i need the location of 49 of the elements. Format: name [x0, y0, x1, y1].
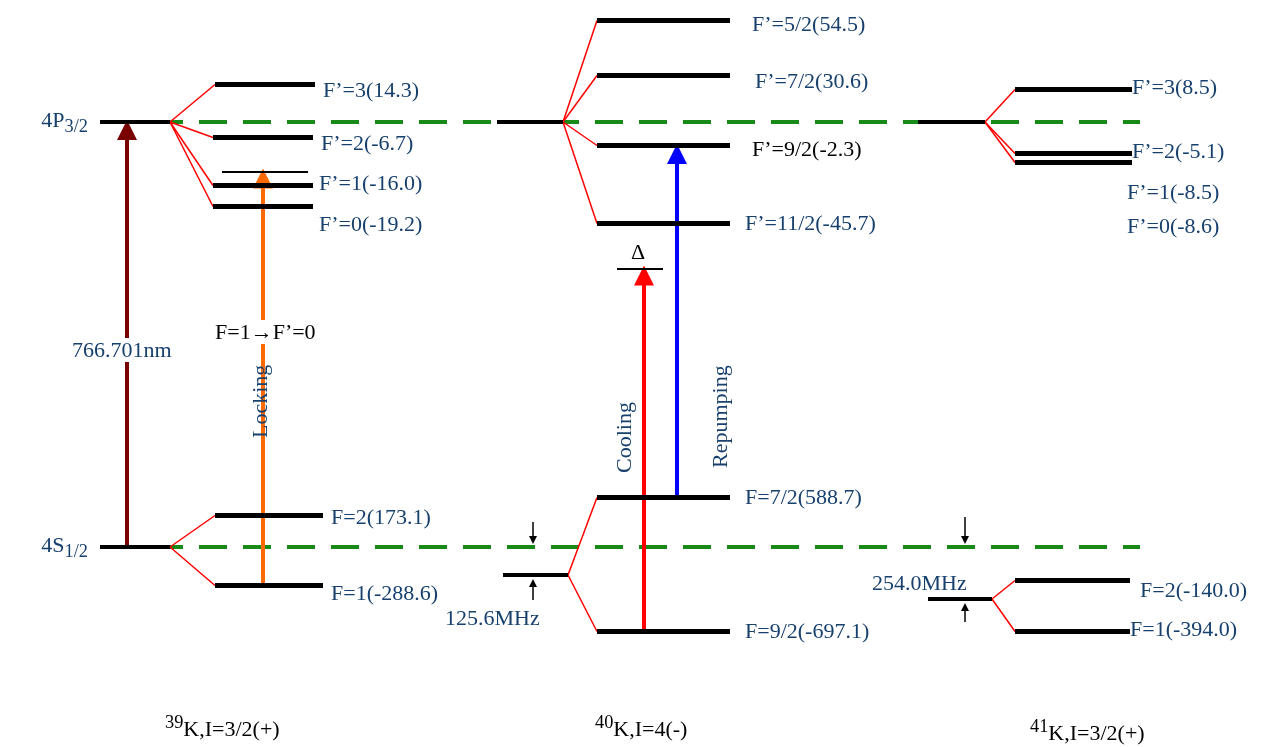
level-label: F’=1(-16.0) — [319, 171, 423, 195]
splitting-line — [984, 88, 1016, 123]
splitting-line — [169, 121, 214, 208]
splitting-line — [991, 579, 1016, 600]
splitting-line — [169, 83, 216, 123]
transition-arrow — [634, 265, 654, 629]
splitting-line — [991, 598, 1016, 633]
level-label: F=9/2(-697.1) — [745, 619, 870, 643]
level-label: Δ — [631, 240, 646, 264]
level-label: F’=2(-6.7) — [321, 131, 414, 155]
level-label: F=1(-288.6) — [331, 581, 439, 605]
splitting-line — [562, 121, 598, 225]
splitting-line — [562, 121, 598, 147]
splitting-line — [562, 19, 598, 123]
transition-arrow — [253, 168, 273, 583]
level-label: F’=9/2(-2.3) — [752, 137, 862, 161]
level-label: F’=0(-8.6) — [1127, 214, 1220, 238]
transition-label: F=1→F’=0 — [215, 320, 316, 344]
level-label: F’=2(-5.1) — [1132, 139, 1225, 163]
splitting-line — [567, 496, 598, 576]
level-label: 4P$_{3/2}$ — [41, 108, 88, 139]
level-label: F=7/2(588.7) — [745, 485, 862, 509]
splitting-line — [984, 121, 1016, 164]
level-label: F=2(173.1) — [331, 505, 431, 529]
splitting-line — [169, 514, 216, 548]
level-label: F’=3(8.5) — [1132, 75, 1218, 99]
edge-label: Locking — [248, 363, 272, 440]
level-label: F’=3(14.3) — [323, 78, 420, 102]
splitting-line — [984, 121, 1016, 155]
energy-level — [503, 573, 568, 577]
level-label: 4S$_{1/2}$ — [41, 533, 88, 564]
splitting-line — [169, 121, 214, 139]
splitting-line — [567, 574, 598, 633]
level-label: F’=1(-8.5) — [1127, 180, 1220, 204]
edge-label: Repumping — [708, 364, 732, 470]
level-label: F=2(-140.0) — [1140, 578, 1248, 602]
level-label: F=1(-394.0) — [1130, 617, 1238, 641]
edge-label: 766.701nm — [70, 338, 174, 362]
energy-level — [497, 120, 563, 124]
energy-level — [918, 120, 985, 124]
energy-level — [928, 597, 992, 601]
splitting-line — [169, 121, 214, 187]
level-label: F’=0(-19.2) — [319, 212, 423, 236]
level-label: F’=5/2(54.5) — [752, 12, 866, 36]
splitting-line — [562, 74, 598, 123]
level-label: F’=7/2(30.6) — [755, 69, 869, 93]
splitting-line — [169, 546, 216, 587]
level-label: F’=11/2(-45.7) — [745, 211, 876, 235]
edge-label: Cooling — [612, 401, 636, 475]
